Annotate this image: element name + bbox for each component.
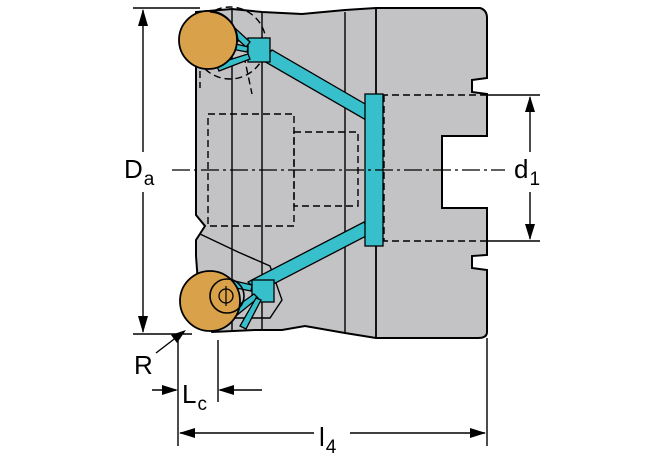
label-lc-main: L	[182, 379, 197, 409]
coolant-port-lower	[251, 279, 275, 303]
label-da-sub: a	[143, 169, 155, 190]
label-r-main: R	[134, 350, 153, 380]
dimension-lc	[152, 334, 262, 402]
dimension-da	[133, 7, 200, 335]
insert-upper	[178, 10, 239, 70]
label-l4-main: l	[319, 422, 325, 452]
insert-lower	[179, 270, 245, 332]
coolant-port-upper	[247, 37, 271, 63]
dimension-l4	[177, 338, 488, 446]
dimension-d1	[487, 94, 540, 242]
coolant-channels	[210, 17, 384, 330]
label-d1: d1	[514, 154, 540, 189]
label-d1-main: d	[514, 154, 529, 184]
label-da-main: D	[124, 154, 143, 184]
label-l4: l4	[319, 422, 336, 457]
label-r: R	[134, 352, 153, 378]
label-lc-sub: c	[197, 394, 207, 415]
label-lc: Lc	[182, 379, 207, 414]
label-da: Da	[124, 154, 154, 189]
label-l4-sub: 4	[325, 437, 337, 458]
cutter-body	[195, 7, 488, 339]
label-d1-sub: 1	[529, 169, 541, 190]
